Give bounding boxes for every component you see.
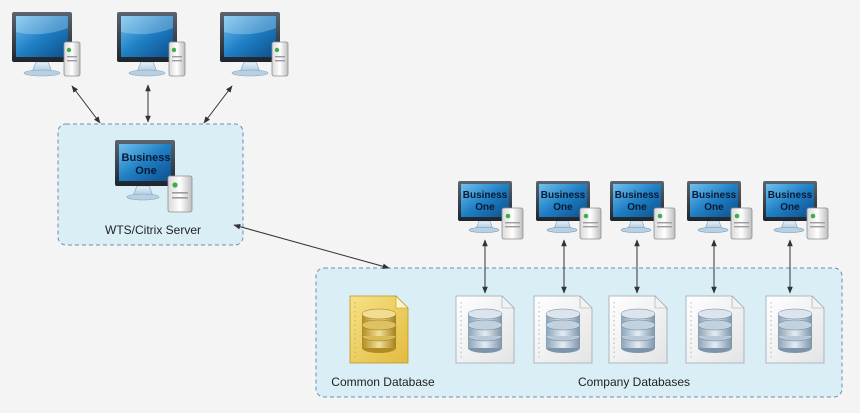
monitor-icon: [117, 12, 177, 77]
monitor-icon: [458, 181, 512, 233]
workstation-5: Business One: [763, 181, 829, 240]
workstation-2: Business One: [536, 181, 602, 240]
server-screen-line2: One: [135, 165, 156, 177]
monitor-icon: [12, 12, 72, 77]
arrow-client-3-server: [203, 85, 233, 124]
arrow-server-database: [233, 223, 390, 270]
company-database-icon-4: [685, 295, 745, 364]
workstation-screen-line1: Business: [768, 190, 813, 201]
server-computer: Business One: [115, 140, 193, 213]
workstation-screen-line1: Business: [615, 190, 660, 201]
workstation-screen-line2: One: [627, 202, 647, 213]
client-computer-3: [220, 12, 289, 77]
monitor-icon: [610, 181, 664, 233]
tower-icon: [167, 175, 193, 213]
workstation-screen-line1: Business: [463, 190, 508, 201]
monitor-icon: [115, 140, 175, 201]
common-database-icon: [349, 295, 409, 364]
tower-icon: [271, 41, 289, 77]
tower-icon: [579, 207, 602, 240]
company-databases-label: Company Databases: [578, 375, 690, 389]
monitor-icon: [763, 181, 817, 233]
monitor-icon: [687, 181, 741, 233]
workstation-screen-line1: Business: [692, 190, 737, 201]
company-database-icon-1: [455, 295, 515, 364]
server-label: WTS/Citrix Server: [105, 223, 201, 237]
client-computer-1: [12, 12, 81, 77]
monitor-icon: [220, 12, 280, 77]
tower-icon: [806, 207, 829, 240]
tower-icon: [653, 207, 676, 240]
company-database-icon-5: [765, 295, 825, 364]
monitor-icon: [536, 181, 590, 233]
workstation-4: Business One: [687, 181, 753, 240]
workstation-screen-line2: One: [475, 202, 495, 213]
company-database-icon-2: [533, 295, 593, 364]
company-database-icon-3: [608, 295, 668, 364]
workstation-screen-line1: Business: [541, 190, 586, 201]
tower-icon: [63, 41, 81, 77]
workstation-1: Business One: [458, 181, 524, 240]
tower-icon: [168, 41, 186, 77]
arrow-client-1-server: [71, 85, 101, 124]
workstation-screen-line2: One: [780, 202, 800, 213]
tower-icon: [501, 207, 524, 240]
workstation-screen-line2: One: [704, 202, 724, 213]
client-computer-2: [117, 12, 186, 77]
workstation-screen-line2: One: [553, 202, 573, 213]
tower-icon: [730, 207, 753, 240]
server-screen-line1: Business: [122, 152, 171, 164]
common-database-label: Common Database: [331, 375, 435, 389]
workstation-3: Business One: [610, 181, 676, 240]
